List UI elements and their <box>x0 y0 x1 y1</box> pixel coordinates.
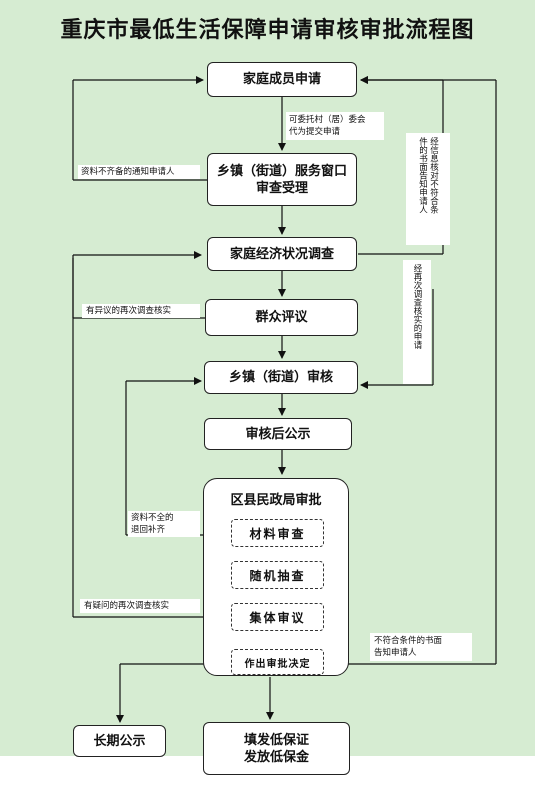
service-window-line1: 乡镇（街道）服务窗口 <box>216 163 347 179</box>
note-reject-notice: 不符合条件的书面 告知申请人 <box>370 633 472 661</box>
incomplete-return-line1: 资料不全的 <box>131 513 174 523</box>
node-town-review: 乡镇（街道）审核 <box>204 361 358 394</box>
district-approval-title: 区县民政局审批 <box>230 493 322 508</box>
entrust-line2: 代为提交申请 <box>289 127 341 137</box>
info-check-col2: 件的书面告知申请人 <box>417 137 428 214</box>
node-issue-certificate: 填发低保证 发放低保金 <box>203 722 350 775</box>
node-service-window: 乡镇（街道）服务窗口 审查受理 <box>207 153 357 206</box>
node-family-apply: 家庭成员申请 <box>207 62 357 97</box>
note-incomplete-notice: 资料不齐备的通知申请人 <box>78 165 200 179</box>
note-resurvey-verified: 经再次调查核实的申请 <box>403 260 431 384</box>
node-district-approval: 区县民政局审批 材料审查 随机抽查 集体审议 作出审批决定 <box>203 478 349 676</box>
issue-line2: 发放低保金 <box>243 749 309 765</box>
info-check-col1: 经信息核对不符合条 <box>428 137 439 214</box>
note-doubt-resurvey: 有疑问的再次调查核实 <box>80 599 200 613</box>
substep-materials-review: 材料审查 <box>231 519 324 547</box>
resurvey-col1: 经再次调查核实的申请 <box>412 264 422 349</box>
node-mass-review: 群众评议 <box>205 299 358 336</box>
substep-random-check: 随机抽查 <box>231 561 324 589</box>
node-long-term-publicity: 长期公示 <box>73 725 166 757</box>
page-title: 重庆市最低生活保障申请审核审批流程图 <box>60 18 475 43</box>
substep-approval-decision: 作出审批决定 <box>231 649 324 675</box>
incomplete-return-line2: 退回补齐 <box>131 525 166 535</box>
note-entrust-committee: 可委托村（居）委会 代为提交申请 <box>286 112 384 140</box>
note-incomplete-return: 资料不全的 退回补齐 <box>128 511 200 537</box>
note-info-check-reject: 经信息核对不符合条 件的书面告知申请人 <box>406 133 450 245</box>
substep-collective-review: 集体审议 <box>231 603 324 631</box>
reject-line1: 不符合条件的书面 <box>374 636 443 646</box>
entrust-line1: 可委托村（居）委会 <box>289 115 366 125</box>
node-economic-survey: 家庭经济状况调查 <box>207 237 357 271</box>
reject-line2: 告知申请人 <box>374 648 417 658</box>
note-objection-resurvey: 有异议的再次调查核实 <box>82 304 200 318</box>
issue-line1: 填发低保证 <box>243 732 309 748</box>
node-post-review-publicity: 审核后公示 <box>204 418 352 450</box>
service-window-line2: 审查受理 <box>255 180 308 196</box>
